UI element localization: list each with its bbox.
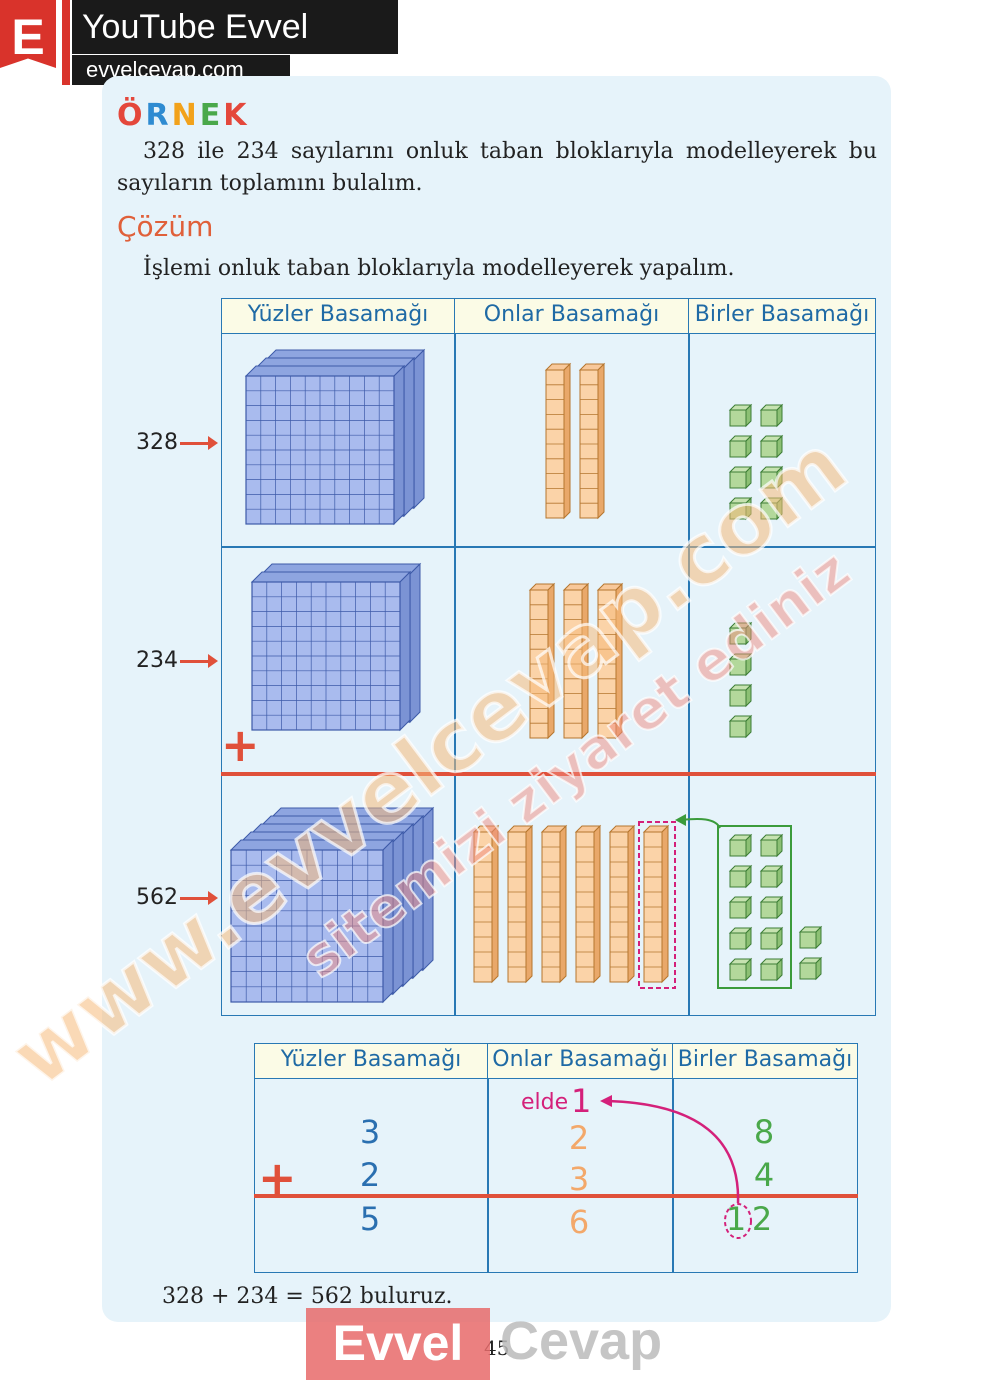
digit-header-tens: Onlar Basamağı — [487, 1043, 673, 1079]
unit-cube — [729, 720, 747, 738]
digit-sum-line — [254, 1194, 858, 1198]
unit-cube — [760, 409, 778, 427]
unit-cube — [760, 963, 778, 981]
digit-grid — [254, 1078, 858, 1273]
solution-title: Çözüm — [117, 210, 214, 243]
row-label-562: 562 — [136, 885, 178, 910]
digit-plus-sign: + — [258, 1151, 297, 1205]
row-arrow-234 — [180, 654, 218, 668]
example-heading-letter: R — [145, 98, 172, 133]
unit-cube — [760, 870, 778, 888]
result-tens: 6 — [568, 1203, 590, 1241]
block-header-ones: Birler Basamağı — [688, 298, 876, 334]
digit-tens-2: 3 — [568, 1160, 590, 1198]
example-text: 328 ile 234 sayılarını onluk taban blokl… — [117, 139, 877, 196]
unit-cube — [729, 471, 747, 489]
watermark-logo-left: Evvel — [306, 1308, 490, 1380]
digit-tens-1: 2 — [568, 1119, 590, 1157]
result-ones-carry: 1 — [725, 1200, 747, 1238]
example-heading-letter: N — [171, 98, 200, 133]
carry-value: 1 — [571, 1082, 592, 1120]
unit-cube — [729, 839, 747, 857]
brand-strip — [62, 0, 70, 85]
result-ones: 2 — [751, 1200, 773, 1238]
example-heading-letter: Ö — [117, 98, 146, 133]
unit-cube — [729, 963, 747, 981]
digit-col-divider-1 — [487, 1078, 489, 1273]
digit-hundreds-1: 3 — [359, 1113, 381, 1151]
block-header-hundreds: Yüzler Basamağı — [221, 298, 455, 334]
col-divider-2 — [688, 333, 690, 1016]
row-label-328: 328 — [136, 430, 178, 455]
block-header-tens: Onlar Basamağı — [454, 298, 689, 334]
row-arrow-328 — [180, 436, 218, 450]
digit-header-ones: Birler Basamağı — [672, 1043, 858, 1079]
row-divider-1 — [221, 546, 876, 548]
unit-cube — [729, 440, 747, 458]
example-heading-letter: E — [199, 98, 224, 133]
watermark-logo-right: Cevap — [500, 1311, 663, 1371]
unit-cube — [729, 901, 747, 919]
conclusion-text: 328 + 234 = 562 buluruz. — [162, 1284, 453, 1309]
unit-cube — [729, 627, 747, 645]
solution-intro: İşlemi onluk taban bloklarıyla modelleye… — [143, 256, 735, 281]
unit-cube — [760, 839, 778, 857]
unit-cube — [729, 870, 747, 888]
regrouped-ones-box — [717, 825, 792, 989]
digit-col-divider-2 — [672, 1078, 674, 1273]
digit-ones-1: 8 — [753, 1113, 775, 1151]
unit-cube — [760, 502, 778, 520]
block-table: Yüzler Basamağı Onlar Basamağı Birler Ba… — [221, 298, 876, 1016]
unit-cube — [729, 502, 747, 520]
unit-cube — [760, 471, 778, 489]
unit-cube — [729, 658, 747, 676]
unit-cube — [760, 440, 778, 458]
unit-cube — [799, 931, 817, 949]
carry-label: elde — [521, 1090, 569, 1115]
carried-ten-box — [638, 821, 676, 989]
unit-cube — [799, 962, 817, 980]
example-card — [102, 76, 891, 1322]
unit-cube — [760, 901, 778, 919]
unit-cube — [729, 409, 747, 427]
brand-logo: E — [0, 0, 56, 68]
sum-line — [221, 772, 876, 776]
block-grid — [221, 333, 876, 1016]
col-divider-1 — [454, 333, 456, 1016]
digit-ones-2: 4 — [753, 1156, 775, 1194]
row-label-234: 234 — [136, 648, 178, 673]
row-arrow-562 — [180, 891, 218, 905]
result-hundreds: 5 — [359, 1200, 381, 1238]
unit-cube — [729, 689, 747, 707]
unit-cube — [729, 932, 747, 950]
digit-table: Yüzler Basamağı Onlar Basamağı Birler Ba… — [254, 1043, 858, 1273]
digit-hundreds-2: 2 — [359, 1156, 381, 1194]
digit-header-hundreds: Yüzler Basamağı — [254, 1043, 488, 1079]
unit-cube — [760, 932, 778, 950]
example-heading: ÖRNEK — [117, 98, 249, 133]
example-heading-letter: K — [223, 98, 250, 133]
